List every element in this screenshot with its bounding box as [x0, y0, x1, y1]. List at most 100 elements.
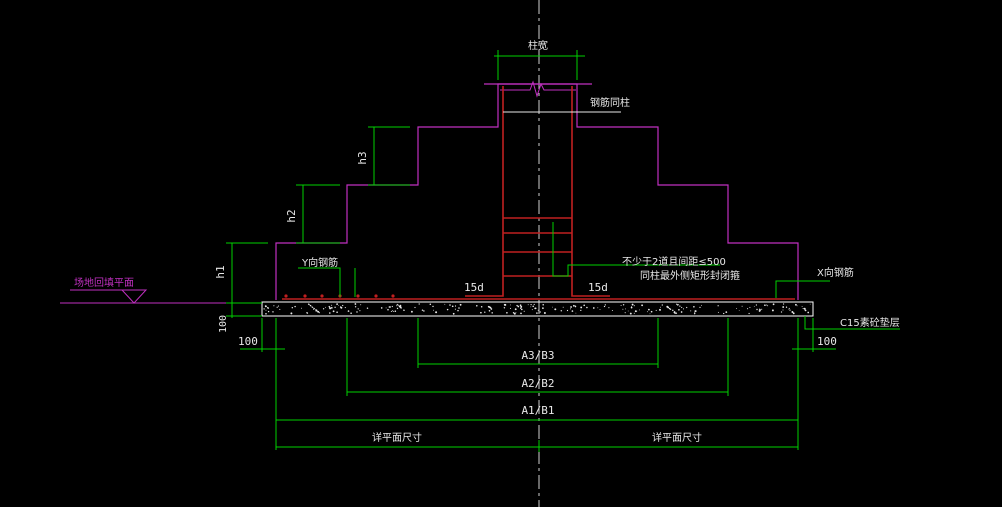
label-y-rebar: Y向钢筋	[301, 256, 338, 269]
hatch-dot	[629, 312, 632, 315]
hatch-dot	[454, 305, 457, 307]
hatch-dot	[391, 305, 393, 308]
hatch-dot	[476, 305, 478, 307]
hatch-dot	[597, 307, 599, 309]
hatch-dot	[527, 304, 529, 306]
hatch-dot	[449, 304, 451, 306]
hatch-dot	[772, 303, 775, 306]
label-offset-left: 100	[238, 335, 258, 348]
hatch-dot	[397, 304, 399, 306]
hatch-dot	[418, 303, 420, 305]
hatch-dot	[488, 310, 491, 312]
label-h2: h2	[285, 209, 298, 222]
hatch-dot	[592, 307, 595, 309]
hatch-dot	[290, 312, 293, 315]
hatch-dot	[307, 312, 309, 314]
hatch-dot	[392, 310, 394, 312]
hatch-dot	[693, 306, 695, 308]
hatch-dot	[767, 305, 769, 307]
hatch-dot	[514, 308, 517, 311]
hatch-dot	[423, 310, 425, 312]
dim-column-width	[494, 50, 585, 80]
hatch-dot	[387, 308, 389, 311]
hatch-dot	[679, 305, 681, 307]
hatch-dot	[574, 305, 577, 307]
hatch-dot	[682, 308, 685, 310]
hatch-dot	[782, 306, 785, 308]
hatch-dot	[318, 312, 320, 314]
hatch-dot	[694, 313, 696, 315]
hatch-dot	[783, 303, 785, 305]
hatch-dot	[749, 306, 751, 308]
hatch-dot	[532, 305, 534, 308]
hatch-dot	[291, 307, 293, 309]
hatch-dot	[795, 303, 797, 306]
hatch-dot	[741, 305, 743, 307]
hatch-dot	[263, 308, 265, 310]
hatch-dot	[454, 308, 456, 310]
hatch-dot	[354, 303, 357, 305]
hatch-dot	[359, 310, 361, 312]
leaders	[298, 222, 900, 330]
hatch-dot	[552, 306, 554, 308]
hatch-dot	[655, 309, 657, 311]
hatch-dot	[354, 306, 357, 308]
column-rebar-left	[465, 86, 504, 297]
hatch-dot	[736, 307, 738, 309]
hatch-dot	[366, 307, 369, 309]
hatch-dot	[659, 308, 661, 311]
hatch-dot	[533, 303, 535, 306]
hatch-dot	[667, 306, 670, 309]
hatch-dot	[747, 308, 749, 310]
hatch-dot	[509, 307, 512, 309]
hatch-dot	[539, 311, 541, 313]
hatch-dot	[639, 309, 641, 311]
hatch-dot	[680, 311, 683, 313]
hatch-dot	[641, 304, 644, 307]
hatch-dot	[796, 305, 798, 307]
hatch-dot	[686, 306, 688, 309]
pad-hatch	[263, 303, 811, 315]
hatch-dot	[631, 303, 634, 306]
hatch-dot	[789, 309, 791, 311]
hatch-dot	[396, 305, 398, 307]
concrete-pad	[261, 301, 814, 317]
hatch-dot	[805, 310, 807, 312]
hatch-dot	[310, 305, 312, 307]
hatch-dot	[344, 307, 346, 309]
hatch-dot	[394, 310, 397, 312]
hatch-dot	[435, 311, 438, 314]
hatch-dot	[560, 310, 563, 312]
label-h1: h1	[214, 265, 227, 278]
hatch-dot	[725, 311, 728, 313]
hatch-dot	[458, 307, 460, 309]
hatch-dot	[622, 304, 625, 306]
hatch-dot	[803, 307, 806, 310]
hatch-dot	[530, 303, 532, 306]
hatch-dot	[328, 306, 331, 308]
hatch-dot	[809, 303, 811, 305]
hatch-dot	[571, 310, 574, 312]
hatch-dot	[648, 308, 650, 311]
hatch-dot	[399, 306, 402, 309]
hatch-dot	[484, 311, 486, 313]
hatch-dot	[342, 304, 344, 307]
hatch-dot	[301, 307, 302, 309]
hatch-dot	[308, 304, 310, 306]
hatch-dot	[676, 303, 678, 305]
hatch-dot	[272, 311, 274, 313]
hatch-dot	[347, 310, 350, 312]
label-stirrup-note-1: 不少于2道且间距≤500	[622, 255, 726, 268]
hatch-dot	[336, 303, 338, 305]
hatch-dot	[583, 304, 586, 307]
hatch-dot	[677, 304, 679, 306]
hatch-dot	[782, 309, 784, 311]
hatch-dot	[350, 312, 352, 314]
hatch-dot	[807, 311, 810, 314]
hatch-dot	[738, 310, 740, 311]
hatch-dot	[620, 304, 622, 306]
hatch-dot	[276, 306, 278, 308]
label-stirrup-note-2: 同柱最外侧矩形封闭箍	[640, 269, 740, 282]
hatch-dot	[766, 304, 768, 306]
